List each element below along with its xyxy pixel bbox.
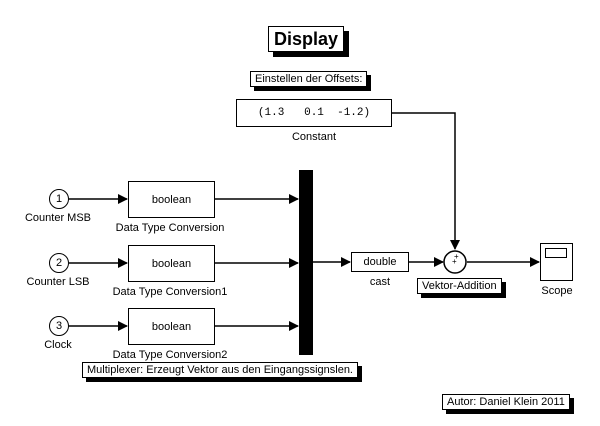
conversion-label-3: Data Type Conversion2 <box>112 349 228 361</box>
inport-3[interactable]: 3 <box>49 316 69 336</box>
author-note: Autor: Daniel Klein 2011 <box>442 394 570 410</box>
sum-label: Vektor-Addition <box>417 278 502 294</box>
signal-constant <box>392 112 460 250</box>
cast-block[interactable]: double <box>351 252 409 272</box>
inport-1-label: Counter MSB <box>24 212 92 224</box>
inport-3-label: Clock <box>44 339 72 351</box>
mux-note: Multiplexer: Erzeugt Vektor aus den Eing… <box>82 362 358 378</box>
constant-value: (1.3 0.1 -1.2) <box>257 107 371 119</box>
scope-screen-icon <box>545 248 567 258</box>
inport-1[interactable]: 1 <box>49 189 69 209</box>
conversion-block-3[interactable]: boolean <box>128 308 215 345</box>
scope-label: Scope <box>541 285 573 297</box>
inport-2-label: Counter LSB <box>26 276 90 288</box>
mux-block[interactable] <box>299 170 313 355</box>
inport-2[interactable]: 2 <box>49 253 69 273</box>
conversion-label-1: Data Type Conversion <box>115 222 225 234</box>
diagram-title: Display <box>268 26 345 52</box>
offsets-note: Einstellen der Offsets: <box>250 71 368 87</box>
constant-label: Constant <box>291 131 337 143</box>
conversion-label-2: Data Type Conversion1 <box>112 286 228 298</box>
conversion-block-2[interactable]: boolean <box>128 245 215 282</box>
sum-sign-left: + <box>452 257 457 266</box>
cast-label: cast <box>369 276 391 288</box>
constant-block[interactable]: (1.3 0.1 -1.2) <box>236 99 392 127</box>
conversion-block-1[interactable]: boolean <box>128 181 215 218</box>
sum-block[interactable]: + + <box>443 250 467 274</box>
scope-block[interactable] <box>540 243 573 281</box>
sum-sign-top: + <box>454 252 459 261</box>
